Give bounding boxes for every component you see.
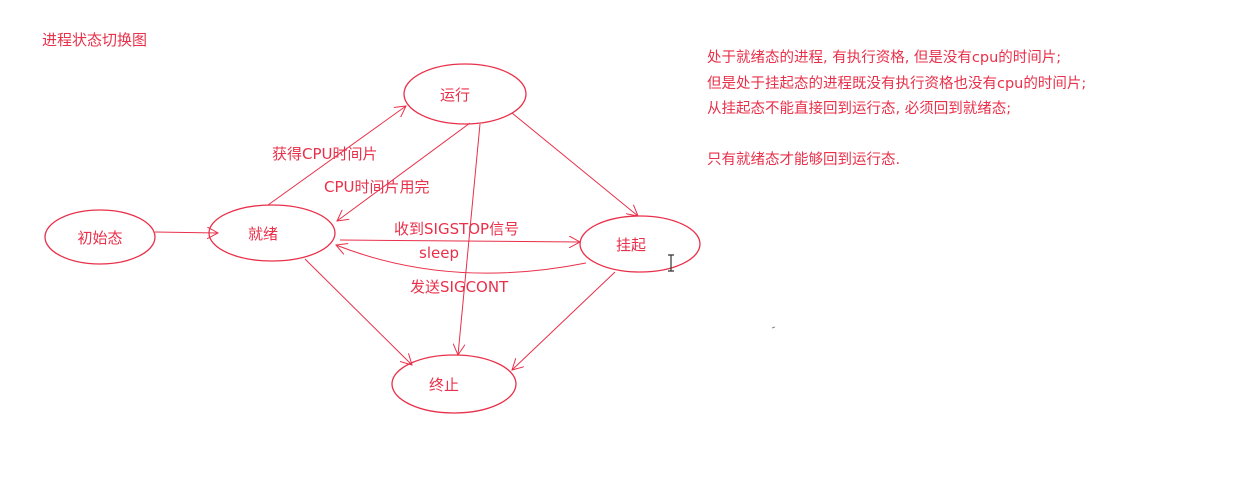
state-initial: 初始态: [44, 209, 156, 265]
note-line: 只有就绪态才能够回到运行态.: [707, 152, 901, 168]
edge-suspended-to-ready: [336, 245, 587, 274]
label-get-cpu-slice: 获得CPU时间片: [272, 145, 378, 163]
state-terminated-label: 终止: [429, 376, 459, 394]
edge-running-to-ready: [337, 122, 471, 221]
label-sleep: sleep: [419, 244, 459, 262]
label-cpu-slice-used: CPU时间片用完: [324, 178, 430, 196]
label-sigstop: 收到SIGSTOP信号: [394, 220, 519, 238]
edge-ready-to-running: [267, 106, 406, 206]
state-running-label: 运行: [440, 86, 470, 104]
state-initial-label: 初始态: [77, 229, 122, 247]
edge-running-to-terminated: [458, 123, 481, 355]
edge-ready-to-terminated: [304, 258, 412, 365]
text-cursor-icon: [668, 254, 674, 272]
state-suspended-label: 挂起: [616, 236, 646, 254]
diagram-title: 进程状态切换图: [42, 31, 148, 49]
label-sigcont: 发送SIGCONT: [410, 278, 509, 296]
state-running: 运行: [403, 63, 527, 125]
stray-mark: [771, 326, 776, 329]
notes-panel: 处于就绪态的进程, 有执行资格, 但是没有cpu的时间片; 但是处于挂起态的进程…: [707, 46, 1086, 174]
state-suspended: 挂起: [579, 215, 701, 273]
edge-suspended-to-terminated: [512, 271, 616, 370]
edge-initial-to-ready: [154, 232, 218, 233]
note-line: 从挂起态不能直接回到运行态, 必须回到就绪态;: [707, 101, 1012, 117]
edge-running-to-suspended: [511, 112, 638, 216]
state-ready-label: 就绪: [248, 225, 278, 243]
note-line: 但是处于挂起态的进程既没有执行资格也没有cpu的时间片;: [707, 75, 1087, 92]
edge-ready-to-suspended: [339, 240, 580, 242]
note-line: [707, 123, 1086, 149]
note-line: 处于就绪态的进程, 有执行资格, 但是没有cpu的时间片;: [707, 50, 1062, 66]
state-ready: 就绪: [208, 204, 336, 262]
